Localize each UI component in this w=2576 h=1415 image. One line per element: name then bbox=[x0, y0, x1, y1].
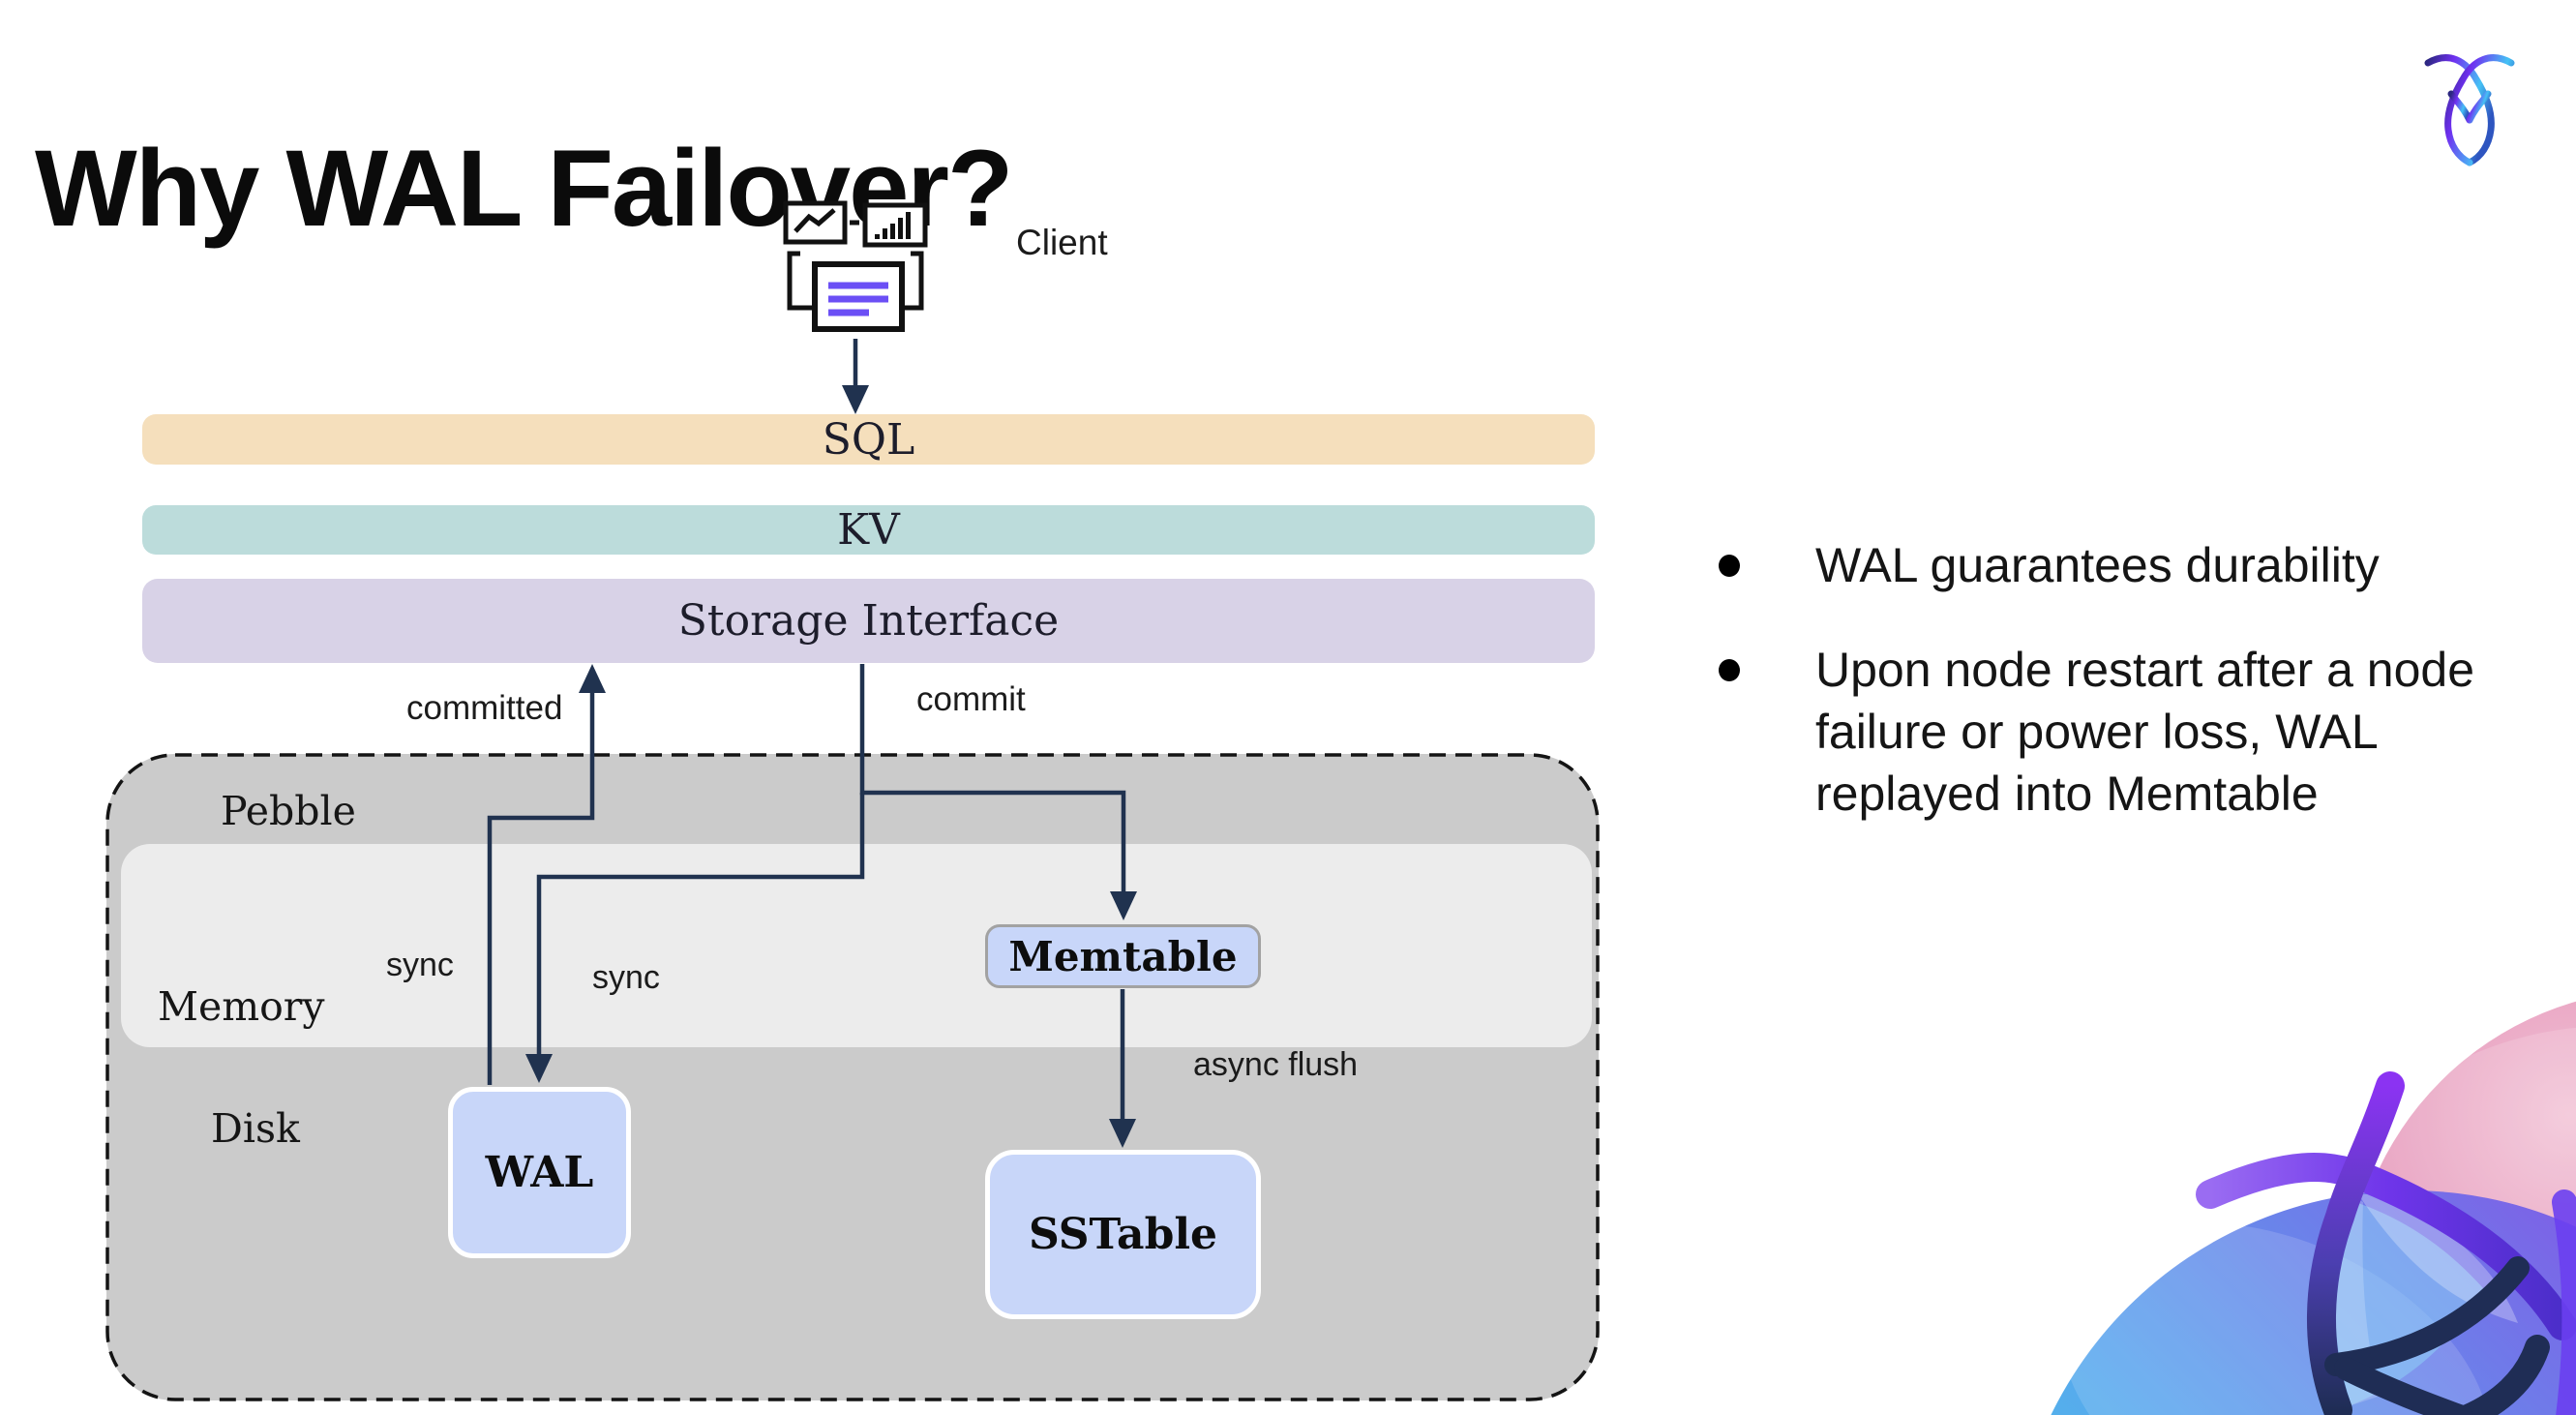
sstable-box: SSTable bbox=[985, 1150, 1261, 1319]
cockroach-glyph bbox=[2196, 1071, 2576, 1415]
bullet-text: WAL guarantees durability bbox=[1815, 538, 2380, 592]
disk-label: Disk bbox=[211, 1105, 300, 1152]
brand-art bbox=[2051, 1001, 2576, 1415]
bar-chart-icon bbox=[862, 202, 928, 248]
bullet-list: WAL guarantees durability Upon node rest… bbox=[1705, 534, 2499, 867]
memtable-label: Memtable bbox=[1008, 932, 1238, 980]
kv-layer-label: KV bbox=[837, 505, 900, 555]
bullet-dot bbox=[1719, 659, 1740, 681]
memory-label: Memory bbox=[158, 983, 325, 1030]
pebble-label: Pebble bbox=[221, 788, 356, 834]
sql-layer-bar: SQL bbox=[142, 414, 1595, 465]
page-title: Why WAL Failover? bbox=[35, 128, 1013, 250]
memtable-box: Memtable bbox=[985, 924, 1261, 988]
edge-label-async-flush: async flush bbox=[1193, 1046, 1359, 1083]
sql-layer-label: SQL bbox=[822, 414, 915, 465]
document-icon bbox=[787, 251, 924, 332]
edge-label-sync-left: sync bbox=[386, 947, 454, 983]
wal-box: WAL bbox=[448, 1087, 631, 1258]
edge-label-sync-right: sync bbox=[592, 959, 660, 996]
bullet-dot bbox=[1719, 555, 1740, 577]
bullet-text: Upon node restart after a node failure o… bbox=[1815, 643, 2475, 821]
memory-band bbox=[121, 844, 1592, 1047]
edge-label-commit: commit bbox=[916, 680, 1026, 718]
cockroachdb-logo-icon bbox=[2424, 54, 2515, 166]
client-label: Client bbox=[1016, 223, 1108, 262]
sstable-label: SSTable bbox=[1028, 1210, 1218, 1259]
bullet-item: WAL guarantees durability bbox=[1705, 534, 2499, 596]
storage-interface-label: Storage Interface bbox=[677, 596, 1060, 646]
edge-label-committed: committed bbox=[406, 689, 563, 727]
storage-interface-bar: Storage Interface bbox=[142, 579, 1595, 663]
client-icon bbox=[783, 200, 928, 332]
wal-label: WAL bbox=[485, 1148, 594, 1197]
line-chart-icon bbox=[783, 200, 848, 245]
bullet-item: Upon node restart after a node failure o… bbox=[1705, 639, 2499, 825]
kv-layer-bar: KV bbox=[142, 505, 1595, 555]
